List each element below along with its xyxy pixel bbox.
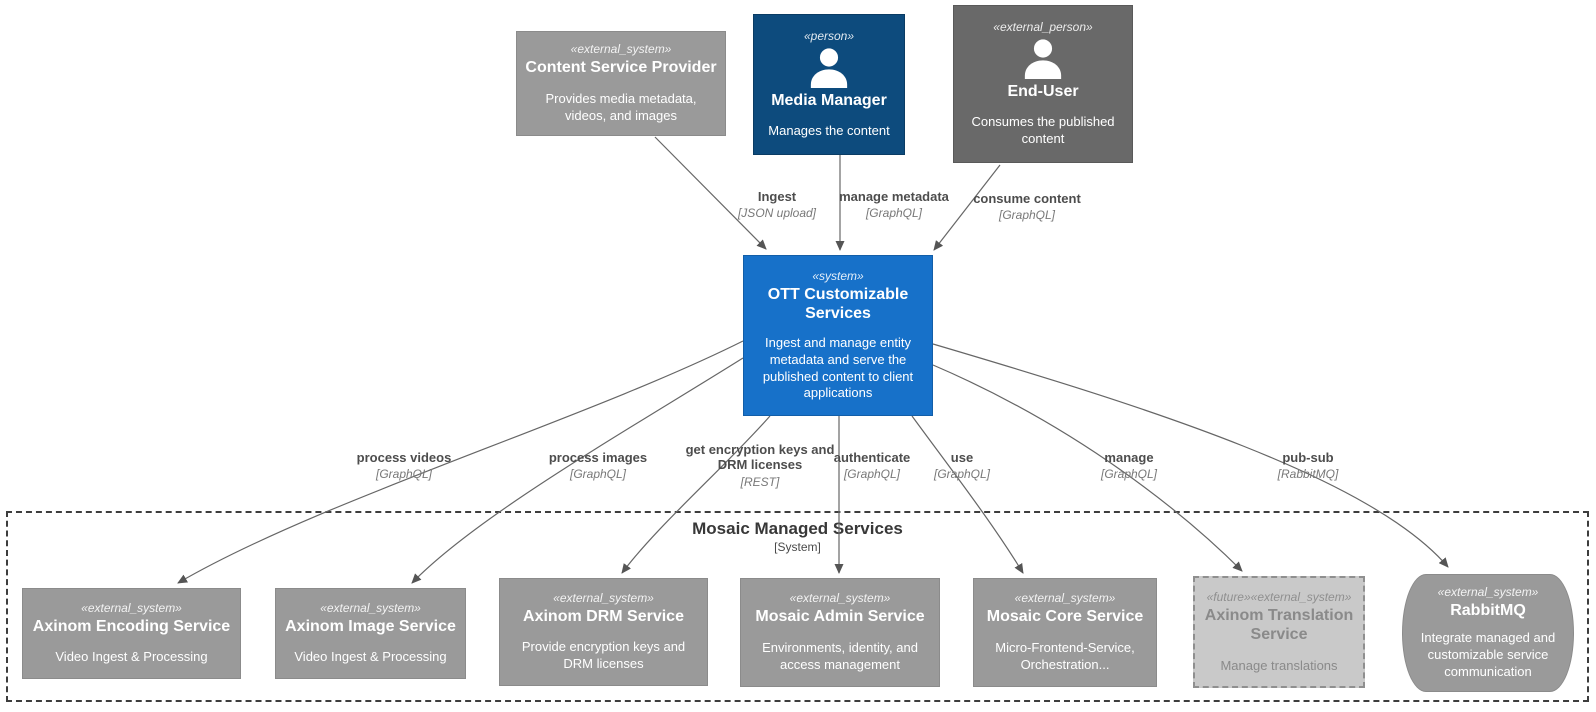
edge-tech-text: [JSON upload]: [737, 206, 817, 221]
node-description: Micro-Frontend-Service, Orchestration...: [995, 639, 1135, 672]
node-description: Manages the content: [768, 123, 890, 139]
node-ott-customizable-services: «system» OTT Customizable Services Inges…: [743, 255, 933, 416]
edge-tech-text: [GraphQL]: [865, 206, 923, 221]
node-content-service-provider: «external_system» Content Service Provid…: [516, 31, 726, 136]
node-axinom-encoding-service: «external_system» Axinom Encoding Servic…: [22, 588, 241, 679]
stereotype-label: «external_system»: [81, 600, 182, 615]
boundary-title: Mosaic Managed Services: [692, 519, 903, 538]
node-mosaic-core-service: «external_system» Mosaic Core Service Mi…: [973, 578, 1157, 687]
node-title: Content Service Provider: [525, 59, 717, 77]
edge-tech-text: [GraphQL]: [998, 208, 1056, 223]
edge-tech-text: [GraphQL]: [843, 467, 901, 482]
node-description: Provides media metadata, videos, and ima…: [545, 90, 697, 123]
stereotype-label: «external_system»: [570, 42, 672, 57]
person-icon: [1020, 38, 1066, 80]
node-description: Integrate managed and customizable servi…: [1420, 630, 1556, 680]
edge-label-text: get encryption keys and DRM licenses: [685, 442, 835, 473]
edge-label-text: manage metadata: [839, 189, 949, 204]
edge-process-videos-line: [177, 340, 744, 584]
edge-label-text: consume content: [973, 191, 1081, 206]
node-title: Media Manager: [771, 91, 887, 109]
edge-label-text: process videos: [356, 450, 452, 465]
node-axinom-translation-service: «future»«external_system» Axinom Transla…: [1193, 576, 1365, 688]
edge-tech-text: [GraphQL]: [569, 467, 627, 482]
node-description: Provide encryption keys and DRM licenses: [521, 639, 686, 672]
node-end-user: «external_person» End-User Consumes the …: [953, 5, 1133, 163]
node-media-manager: «person» Media Manager Manages the conte…: [753, 14, 905, 155]
edge-label-text: Ingest: [757, 189, 797, 204]
edge-label-use: use [GraphQL]: [934, 450, 990, 481]
edge-label-authenticate: authenticate [GraphQL]: [834, 450, 911, 481]
edge-label-pub-sub: pub-sub [RabbitMQ]: [1278, 450, 1339, 481]
stereotype-label: «external_system»: [553, 590, 654, 605]
node-title: Axinom DRM Service: [523, 607, 684, 625]
stereotype-label: «external_system»: [1014, 591, 1116, 606]
node-title: RabbitMQ: [1450, 601, 1526, 619]
node-mosaic-admin-service: «external_system» Mosaic Admin Service E…: [740, 578, 940, 687]
edge-use-line: [911, 415, 1024, 574]
node-description: Consumes the published content: [971, 114, 1115, 147]
node-axinom-drm-service: «external_system» Axinom DRM Service Pro…: [499, 578, 708, 686]
edge-tech-text: [GraphQL]: [933, 467, 991, 482]
stereotype-label: «external_person»: [993, 19, 1093, 34]
node-title: Axinom Image Service: [285, 617, 456, 635]
stereotype-label: «external_system»: [320, 600, 421, 615]
stereotype-label: «external_system»: [789, 591, 891, 606]
node-description: Video Ingest & Processing: [294, 649, 447, 665]
stereotype-label: «external_system»: [1437, 584, 1539, 599]
stereotype-label: «future»«external_system»: [1206, 589, 1352, 604]
edge-process-images-line: [411, 357, 744, 584]
node-description: Ingest and manage entity metadata and se…: [762, 334, 914, 401]
edge-label-get-keys: get encryption keys and DRM licenses [RE…: [669, 442, 851, 489]
edge-pub-sub-line: [932, 343, 1449, 568]
node-description: Environments, identity, and access manag…: [762, 639, 918, 672]
edge-get-keys-line: [621, 415, 771, 574]
edge-label-manage: manage [GraphQL]: [1101, 450, 1157, 481]
node-title: Axinom Encoding Service: [32, 617, 231, 635]
edge-label-text: authenticate: [833, 450, 911, 465]
edge-label-manage-metadata: manage metadata [GraphQL]: [839, 189, 949, 220]
edge-tech-text: [GraphQL]: [375, 467, 433, 482]
node-title: Mosaic Admin Service: [755, 608, 925, 626]
edge-label-text: pub-sub: [1282, 450, 1334, 465]
edge-label-consume-content: consume content [GraphQL]: [973, 191, 1081, 222]
edge-label-text: use: [950, 450, 974, 465]
node-title: Mosaic Core Service: [986, 608, 1144, 626]
node-title: End-User: [1007, 82, 1079, 100]
boundary-subtitle: [System]: [774, 540, 821, 554]
node-description: Manage translations: [1220, 657, 1338, 673]
edge-label-process-videos: process videos [GraphQL]: [357, 450, 452, 481]
person-icon: [806, 47, 852, 89]
edge-consume-content-line: [933, 164, 1001, 251]
node-rabbitmq: «external_system» RabbitMQ Integrate man…: [1402, 574, 1574, 692]
edge-label-text: process images: [548, 450, 648, 465]
edge-manage-line: [932, 364, 1243, 572]
edge-label-process-images: process images [GraphQL]: [549, 450, 647, 481]
edge-ingest-line: [654, 136, 767, 250]
edge-label-text: manage: [1104, 450, 1154, 465]
edge-tech-text: [REST]: [740, 474, 780, 489]
node-description: Video Ingest & Processing: [55, 649, 208, 665]
node-title: OTT Customizable Services: [767, 285, 909, 323]
stereotype-label: «person»: [803, 28, 855, 43]
node-axinom-image-service: «external_system» Axinom Image Service V…: [275, 588, 466, 679]
stereotype-label: «system»: [812, 268, 864, 283]
node-title: Axinom Translation Service: [1204, 606, 1354, 644]
edge-tech-text: [RabbitMQ]: [1277, 467, 1339, 482]
edge-tech-text: [GraphQL]: [1100, 467, 1158, 482]
edge-label-ingest: Ingest [JSON upload]: [738, 189, 816, 220]
